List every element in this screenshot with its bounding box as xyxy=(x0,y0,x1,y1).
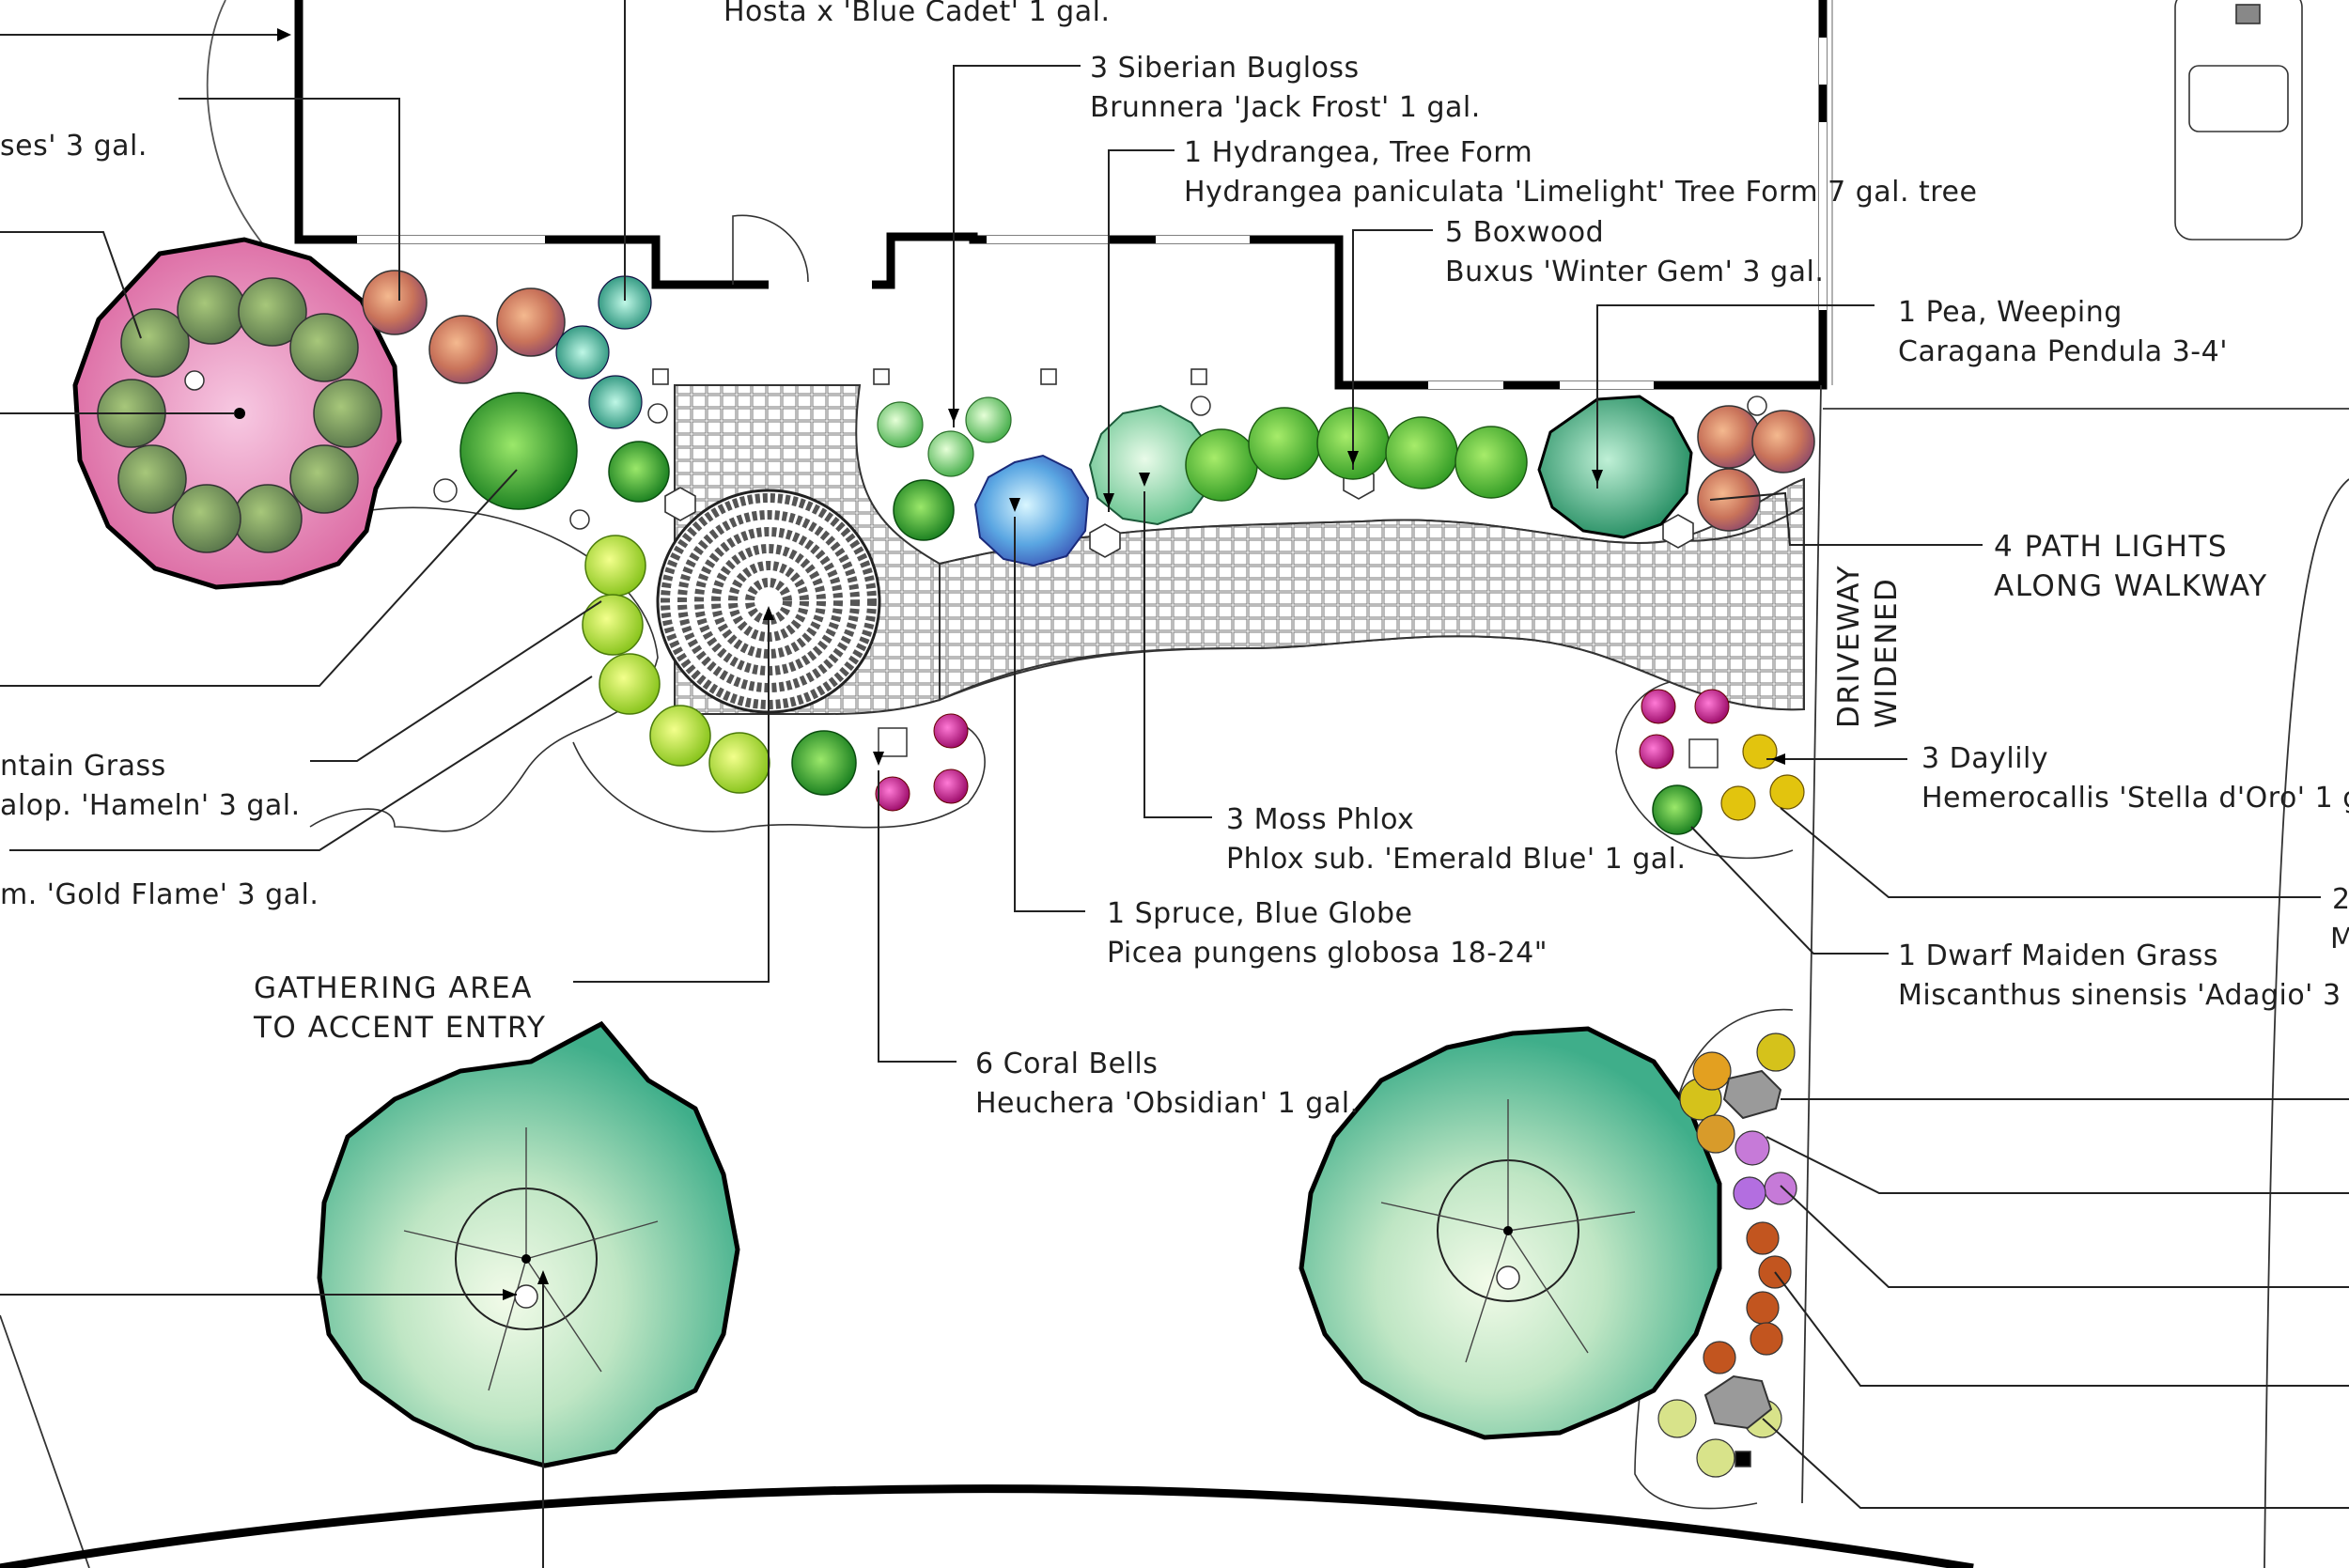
label-coral-common: 6 Coral Bells xyxy=(975,1048,1158,1080)
label-daylily-common: 3 Daylily xyxy=(1921,742,2048,775)
label-spirea-botanical: m. 'Gold Flame' 3 gal. xyxy=(0,878,319,911)
label-spruce-botanical: Picea pungens globosa 18-24" xyxy=(1107,937,1548,970)
street-curb xyxy=(0,1484,1974,1568)
label-boxwood-common: 5 Boxwood xyxy=(1445,216,1604,249)
label-path-lights-1: 4 PATH LIGHTS xyxy=(1994,530,2228,564)
label-bugloss-common: 3 Siberian Bugloss xyxy=(1090,52,1360,85)
label-spruce-common: 1 Spruce, Blue Globe xyxy=(1107,897,1412,930)
large-shade-tree-right xyxy=(1299,1026,1722,1440)
label-pea-common: 1 Pea, Weeping xyxy=(1898,296,2123,329)
house-footprint xyxy=(294,0,1833,390)
label-edge-2: 2 xyxy=(2332,883,2349,916)
label-hydrangea-botanical: Hydrangea paniculata 'Limelight' Tree Fo… xyxy=(1184,176,1977,209)
large-shade-tree-left xyxy=(317,1020,740,1468)
label-hosta: Hosta x 'Blue Cadet' 1 gal. xyxy=(723,0,1110,28)
hydrangea-tree xyxy=(1088,404,1214,526)
label-phlox-botanical: Phlox sub. 'Emerald Blue' 1 gal. xyxy=(1226,843,1687,876)
label-hydrangea-common: 1 Hydrangea, Tree Form xyxy=(1184,136,1532,169)
arrowheads xyxy=(277,28,1785,1300)
label-pea-botanical: Caragana Pendula 3-4' xyxy=(1898,335,2228,368)
label-fountain-common: ntain Grass xyxy=(0,750,166,783)
label-driveway: DRIVEWAY xyxy=(1832,565,1866,728)
label-roses: ses' 3 gal. xyxy=(0,130,148,163)
uplights xyxy=(184,370,1767,1467)
conifer-plants xyxy=(459,392,1703,835)
label-boxwood-botanical: Buxus 'Winter Gem' 3 gal. xyxy=(1445,256,1824,288)
plant-labels: Hosta x 'Blue Cadet' 1 gal. ses' 3 gal. … xyxy=(0,0,2349,1120)
boulders xyxy=(1703,1069,1782,1430)
rose-shrubs xyxy=(362,270,1815,532)
label-coral-botanical: Heuchera 'Obsidian' 1 gal. xyxy=(975,1087,1360,1120)
right-border-perennials xyxy=(1657,1032,1797,1478)
path-light-markers xyxy=(652,368,1694,558)
label-path-lights-2: ALONG WALKWAY xyxy=(1994,569,2268,603)
hosta-plants xyxy=(555,275,652,429)
gold-spirea-plants xyxy=(582,535,770,794)
car-outline xyxy=(2174,0,2303,241)
walkway-pavers xyxy=(674,384,1805,715)
label-gathering-2: TO ACCENT ENTRY xyxy=(253,1011,546,1045)
label-edge-m: M xyxy=(2330,923,2349,955)
label-fountain-botanical: alop. 'Hameln' 3 gal. xyxy=(0,789,301,822)
bugloss-plants xyxy=(877,396,1012,477)
label-widened: WIDENED xyxy=(1870,578,1904,728)
label-maiden-botanical: Miscanthus sinensis 'Adagio' 3 ga xyxy=(1898,979,2349,1012)
weeping-pea-tree xyxy=(1537,395,1693,539)
daylily-plants xyxy=(1720,734,1805,821)
label-gathering-1: GATHERING AREA xyxy=(254,971,533,1005)
label-phlox-common: 3 Moss Phlox xyxy=(1226,803,1414,836)
label-maiden-common: 1 Dwarf Maiden Grass xyxy=(1898,939,2218,972)
blue-spruce xyxy=(973,454,1090,567)
label-daylily-botanical: Hemerocallis 'Stella d'Oro' 1 gal xyxy=(1921,782,2349,815)
label-bugloss-botanical: Brunnera 'Jack Frost' 1 gal. xyxy=(1090,91,1481,124)
coral-bells-plants xyxy=(875,689,1730,812)
pink-tree-shrub-ring xyxy=(72,237,402,590)
